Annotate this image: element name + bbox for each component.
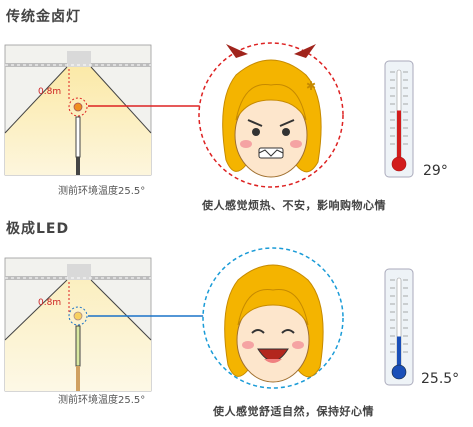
thermometer-hot-fill — [397, 110, 401, 160]
connector-line-led — [88, 315, 216, 317]
temperature-reading-normal: 25.5° — [421, 371, 460, 387]
effect-text-traditional: 使人感觉烦热、不安，影响购物心情 — [202, 199, 386, 212]
happy-face-icon — [202, 247, 344, 389]
temperature-reading-hot: 29° — [423, 163, 448, 179]
ambient-caption-traditional: 测前环境温度25.5° — [58, 186, 146, 197]
lamp-scene-traditional — [4, 44, 152, 176]
thermometer-normal — [384, 268, 414, 386]
thermometer-hot — [384, 60, 414, 178]
distance-label-traditional: 0.8m — [38, 87, 62, 97]
section-title-led: 极成LED — [6, 221, 70, 237]
connector-line-traditional — [88, 105, 216, 107]
section-title-traditional: 传统金卤灯 — [6, 9, 81, 25]
svg-text:✱: ✱ — [306, 79, 316, 93]
lamp-scene-led — [4, 257, 152, 392]
ambient-caption-led: 测前环境温度25.5° — [58, 395, 146, 406]
distance-label-led: 0.8m — [38, 298, 62, 308]
thermometer-normal-fill — [397, 336, 401, 368]
annoyed-face-icon: ✱ — [198, 42, 344, 188]
effect-text-led: 使人感觉舒适自然，保持好心情 — [213, 405, 374, 418]
